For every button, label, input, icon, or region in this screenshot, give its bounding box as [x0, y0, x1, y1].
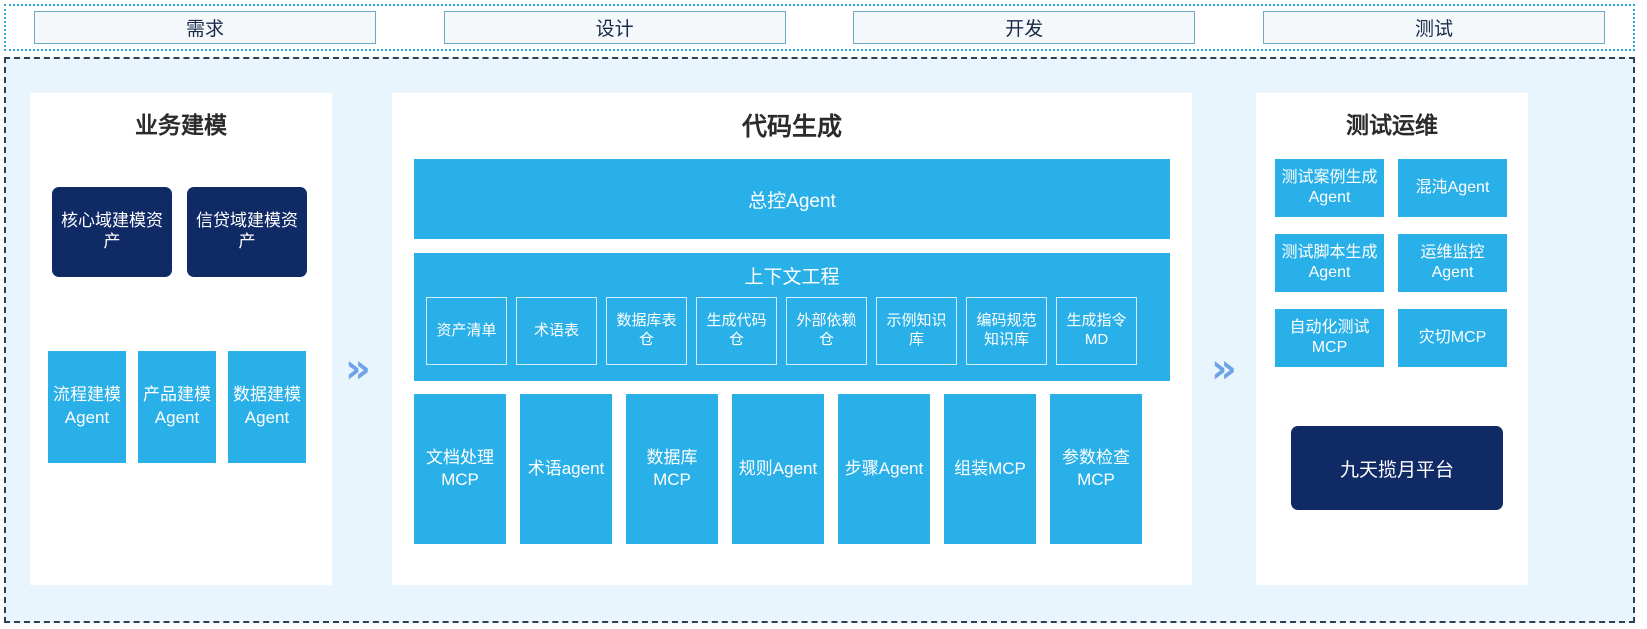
context-chip-example-knowledge-base[interactable]: 示例知识库 [876, 297, 957, 365]
master-agent-label: 总控Agent [748, 190, 836, 212]
panel-title-test-operations: 测试运维 [1346, 112, 1438, 138]
platform-card-label: 九天揽月平台 [1339, 459, 1454, 481]
phase-chip-requirements[interactable]: 需求 [34, 11, 376, 44]
panel-test-operations: 测试运维 测试案例生成Agent 混沌Agent 测试脚本生成Agent 运维监… [1256, 93, 1528, 585]
panel-title-code-generation: 代码生成 [741, 113, 842, 141]
context-engineering-chip-row: 资产清单 术语表 数据库表仓 生成代码仓 外部依赖仓 示例知识库 [426, 297, 1137, 365]
tool-card-step-agent[interactable]: 步骤Agent [838, 394, 930, 544]
phase-chip-design[interactable]: 设计 [443, 11, 786, 44]
ops-card-test-case-generation-agent[interactable]: 测试案例生成Agent [1275, 159, 1384, 217]
ops-card-label: 运维监控Agent [1420, 244, 1485, 281]
agent-card-data-modeling[interactable]: 数据建模Agent [228, 351, 306, 463]
tool-card-database-mcp[interactable]: 数据库MCP [626, 394, 718, 544]
phase-label: 设计 [595, 19, 634, 40]
context-chip-label: 示例知识库 [886, 312, 947, 348]
agent-card-label: 产品建模Agent [143, 385, 211, 427]
tool-card-label: 数据库MCP [646, 447, 698, 489]
phase-chip-testing[interactable]: 测试 [1262, 11, 1605, 44]
tool-card-parameter-check-mcp[interactable]: 参数检查MCP [1050, 394, 1142, 544]
ops-card-label: 测试案例生成Agent [1281, 169, 1378, 206]
tool-card-label: 参数检查MCP [1062, 447, 1130, 489]
double-chevron-right-icon: » [345, 346, 371, 392]
phase-label: 需求 [185, 19, 224, 40]
phase-label: 测试 [1414, 19, 1453, 40]
ops-card-test-script-generation-agent[interactable]: 测试脚本生成Agent [1275, 234, 1384, 292]
ops-card-disaster-switch-mcp[interactable]: 灾切MCP [1398, 309, 1507, 367]
asset-card-row: 核心域建模资产 信贷域建模资产 [52, 187, 307, 277]
context-chip-generation-instruction-md[interactable]: 生成指令MD [1056, 297, 1137, 365]
tool-card-label: 规则Agent [738, 458, 818, 478]
double-chevron-right-icon: » [1211, 346, 1237, 392]
asset-card-core-domain[interactable]: 核心域建模资产 [52, 187, 172, 277]
tool-card-label: 文档处理MCP [426, 447, 494, 489]
ops-card-label: 测试脚本生成Agent [1281, 244, 1378, 281]
asset-card-label: 信贷域建模资产 [196, 211, 298, 251]
context-chip-label: 生成代码仓 [706, 312, 767, 348]
tool-card-row: 文档处理MCP 术语agent 数据库MCP 规则Agent 步骤Agent 组… [414, 394, 1142, 544]
tool-card-assembly-mcp[interactable]: 组装MCP [944, 394, 1036, 544]
asset-card-label: 核心域建模资产 [61, 211, 163, 251]
context-chip-label: 术语表 [533, 321, 579, 339]
agent-card-label: 数据建模Agent [233, 385, 301, 427]
context-chip-label: 数据库表仓 [616, 312, 677, 348]
platform-card-jiutian-lanyue[interactable]: 九天揽月平台 [1291, 426, 1503, 510]
phase-chip-development[interactable]: 开发 [853, 11, 1196, 44]
agent-card-product-modeling[interactable]: 产品建模Agent [138, 351, 216, 463]
context-chip-asset-list[interactable]: 资产清单 [426, 297, 507, 365]
ops-card-label: 自动化测试MCP [1289, 319, 1370, 356]
ops-card-label: 灾切MCP [1418, 329, 1487, 346]
context-chip-db-table-repo[interactable]: 数据库表仓 [606, 297, 687, 365]
ops-card-chaos-agent[interactable]: 混沌Agent [1398, 159, 1507, 217]
tool-card-glossary-agent[interactable]: 术语agent [520, 394, 612, 544]
panel-business-modeling: 业务建模 核心域建模资产 信贷域建模资产 流程建模Agent 产品建模Agent… [30, 93, 332, 585]
context-chip-label: 外部依赖仓 [796, 312, 857, 348]
context-chip-label: 生成指令MD [1066, 312, 1127, 348]
ops-card-label: 混沌Agent [1415, 179, 1490, 196]
test-ops-card-grid: 测试案例生成Agent 混沌Agent 测试脚本生成Agent 运维监控Agen… [1275, 159, 1507, 367]
panel-title-business-modeling: 业务建模 [135, 112, 227, 138]
agent-card-label: 流程建模Agent [53, 385, 121, 427]
context-chip-label: 资产清单 [436, 321, 497, 339]
modeling-agent-row: 流程建模Agent 产品建模Agent 数据建模Agent [48, 351, 306, 463]
master-agent-bar[interactable]: 总控Agent [414, 159, 1170, 239]
phase-label: 开发 [1005, 19, 1044, 40]
context-chip-external-dependency-repo[interactable]: 外部依赖仓 [786, 297, 867, 365]
tool-card-label: 步骤Agent [844, 458, 924, 478]
tool-card-label: 术语agent [527, 458, 605, 478]
phase-bar: 需求 设计 开发 测试 [4, 4, 1635, 51]
context-chip-coding-standard-knowledge-base[interactable]: 编码规范知识库 [966, 297, 1047, 365]
ops-card-automated-test-mcp[interactable]: 自动化测试MCP [1275, 309, 1384, 367]
context-engineering-title: 上下文工程 [744, 267, 840, 288]
panel-code-generation: 代码生成 总控Agent 上下文工程 资产清单 术语表 数据库表仓 生成代码仓 [392, 93, 1192, 585]
diagram-stage: 业务建模 核心域建模资产 信贷域建模资产 流程建模Agent 产品建模Agent… [4, 57, 1635, 623]
agent-card-process-modeling[interactable]: 流程建模Agent [48, 351, 126, 463]
context-chip-label: 编码规范知识库 [976, 312, 1037, 348]
ops-card-ops-monitoring-agent[interactable]: 运维监控Agent [1398, 234, 1507, 292]
tool-card-rule-agent[interactable]: 规则Agent [732, 394, 824, 544]
asset-card-credit-domain[interactable]: 信贷域建模资产 [187, 187, 307, 277]
tool-card-document-processing-mcp[interactable]: 文档处理MCP [414, 394, 506, 544]
tool-card-label: 组装MCP [954, 458, 1026, 478]
context-chip-glossary[interactable]: 术语表 [516, 297, 597, 365]
context-chip-generated-code-repo[interactable]: 生成代码仓 [696, 297, 777, 365]
context-engineering-block: 上下文工程 资产清单 术语表 数据库表仓 生成代码仓 外部依赖仓 示 [414, 253, 1170, 381]
